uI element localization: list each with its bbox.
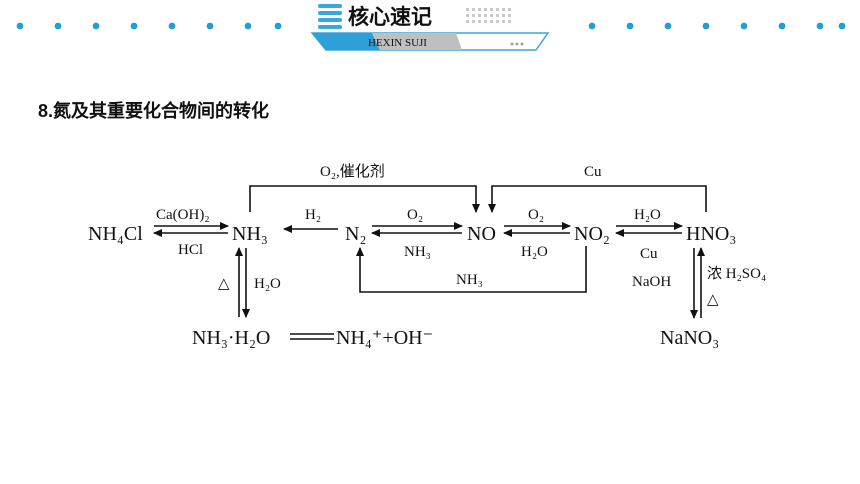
- species-no2: NO₂: [574, 223, 610, 245]
- arrow-hno3-to-no: [488, 185, 707, 213]
- label-o2-n2-no: O₂: [407, 207, 423, 223]
- label-hcl: HCl: [178, 242, 203, 258]
- label-ca-oh-2: Ca(OH)₂: [156, 207, 210, 223]
- header-subtitle: HEXIN SUJI: [368, 37, 427, 49]
- species-nh3-h2o: NH₃·H₂O: [192, 327, 270, 349]
- species-n2: N₂: [345, 223, 366, 245]
- equilibrium-arrow-no-no2: [503, 222, 571, 237]
- arrow-nh3-to-no: [249, 185, 480, 213]
- equilibrium-arrow-no2-hno3: [615, 222, 683, 237]
- label-delta-heat-2: △: [707, 292, 719, 308]
- species-nh4cl: NH₄Cl: [88, 223, 143, 245]
- equilibrium-sign: [290, 333, 334, 340]
- label-cu-hno3-no: Cu: [584, 164, 602, 180]
- header-dot-pattern: [466, 8, 511, 23]
- label-conc-h2so4: 浓 H₂SO₄: [707, 265, 766, 282]
- species-ammonium-hydroxide-ions: NH₄⁺+OH⁻: [336, 327, 433, 349]
- arrow-no2-to-n2: [356, 246, 587, 293]
- label-o2-catalyst: O₂,催化剂: [320, 163, 385, 180]
- species-nano3: NaNO₃: [660, 327, 719, 349]
- book-icon: [318, 4, 342, 29]
- species-nh3: NH₃: [232, 223, 268, 245]
- label-o2-no-no2: O₂: [528, 207, 544, 223]
- section-heading: 8.氮及其重要化合物间的转化: [38, 101, 270, 121]
- label-cu-no2-hno3: Cu: [640, 246, 658, 262]
- subtitle-dots: [510, 42, 524, 46]
- species-hno3: HNO₃: [686, 223, 736, 245]
- label-naoh: NaOH: [632, 274, 671, 290]
- dot-row-right: [588, 22, 846, 30]
- label-h2o-no-no2: H₂O: [521, 244, 548, 260]
- equilibrium-arrow-n2-no: [371, 222, 463, 237]
- equilibrium-arrow-hno3-nano3: [690, 247, 705, 319]
- label-delta-heat: △: [218, 276, 230, 292]
- label-h2o-no2-hno3: H₂O: [634, 207, 661, 223]
- equilibrium-arrow-nh3-nh3h2o: [235, 247, 250, 318]
- header-banner: 核心速记 HEXIN SUJI: [16, 4, 846, 51]
- label-h2: H₂: [305, 207, 321, 223]
- header-title: 核心速记: [348, 5, 432, 29]
- dot-row-left: [16, 22, 282, 30]
- subtitle-bar: [310, 32, 550, 51]
- label-nh3-n2-no: NH₃: [404, 244, 431, 260]
- equilibrium-arrow-nh4cl-nh3: [153, 222, 229, 237]
- label-nh3-no2-n2: NH₃: [456, 272, 483, 288]
- species-no: NO: [467, 223, 496, 245]
- label-h2o-side: H₂O: [254, 276, 281, 292]
